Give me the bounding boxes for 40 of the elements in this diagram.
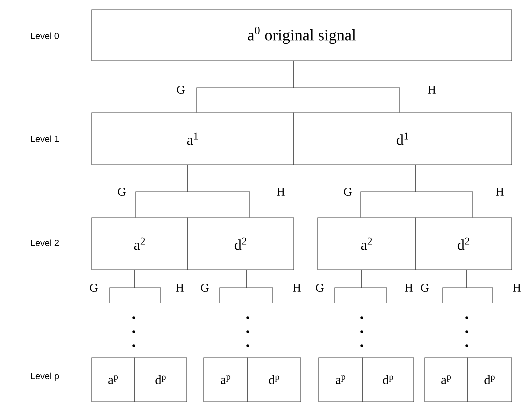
- coefficient-cell: d$^{1}$: [294, 112, 512, 166]
- coefficient-cell: a$^{1}$: [92, 112, 294, 166]
- edge-label: G: [421, 284, 429, 292]
- level-label: Level 2: [31, 240, 59, 246]
- bracket-line: [188, 165, 250, 218]
- edge-label: G: [177, 86, 185, 94]
- bracket-line: [362, 270, 388, 304]
- level-label: Level p: [31, 372, 60, 382]
- coefficient-cell: a$^{p}$: [92, 358, 136, 402]
- bracket-line: [294, 61, 400, 113]
- edge-label: G: [90, 284, 98, 292]
- coefficient-cell: a$^{2}$: [92, 218, 188, 270]
- coefficient-cell: a$^{2}$: [318, 218, 416, 270]
- bracket-line: [416, 165, 474, 218]
- edge-label: H: [293, 284, 301, 292]
- level-label: Level 1: [31, 136, 59, 142]
- signal-box: a$^{0}$ original signal: [92, 10, 512, 62]
- coefficient-cell: a$^{p}$: [424, 358, 468, 402]
- edge-label: H: [428, 86, 436, 94]
- coefficient-cell: d$^{p}$: [134, 358, 188, 402]
- edge-label: H: [405, 284, 413, 292]
- edge-label: H: [277, 188, 285, 196]
- bracket-line: [246, 270, 274, 304]
- coefficient-cell: d$^{p}$: [468, 358, 512, 402]
- edge-label: H: [513, 284, 521, 292]
- coefficient-cell: d$^{p}$: [248, 358, 302, 402]
- edge-label: H: [496, 188, 504, 196]
- edge-label: G: [201, 284, 209, 292]
- bracket-line: [466, 270, 494, 304]
- coefficient-cell: d$^{p}$: [362, 358, 414, 402]
- edge-label: G: [316, 284, 324, 292]
- edge-label: G: [118, 188, 126, 196]
- edge-label: H: [176, 284, 184, 292]
- edge-label: G: [344, 188, 352, 196]
- coefficient-cell: a$^{p}$: [318, 358, 364, 402]
- bracket-line: [134, 270, 162, 304]
- level-label: Level 0: [31, 32, 60, 40]
- coefficient-cell: d$^{2}$: [416, 218, 512, 270]
- coefficient-cell: d$^{2}$: [188, 218, 294, 270]
- coefficient-cell: a$^{p}$: [204, 358, 248, 402]
